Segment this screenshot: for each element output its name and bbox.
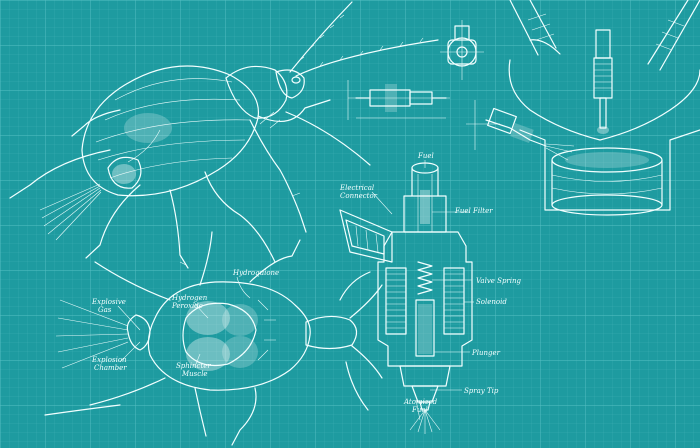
label-hydroquione: Hydroquione bbox=[232, 269, 279, 277]
label-spray-tip: Spray Tip bbox=[464, 387, 499, 395]
label-hydrogen-peroxide-line1: Hydrogen bbox=[171, 294, 208, 302]
label-electrical-connector-line1: Electrical bbox=[339, 184, 374, 192]
label-fuel-filter: Fuel Filter bbox=[454, 207, 493, 215]
engine-cylinder bbox=[466, 0, 700, 216]
label-explosive-gas-line1: Explosive bbox=[91, 298, 126, 306]
label-electrical-connector-line2: Connector bbox=[340, 192, 378, 200]
label-explosion-chamber-line1: Explosion bbox=[91, 356, 127, 364]
label-explosive-gas-line2: Gas bbox=[98, 306, 112, 314]
label-valve-spring: Valve Spring bbox=[476, 277, 522, 285]
callout-labels: Fuel Electrical Connector Fuel Filter Va… bbox=[91, 152, 522, 414]
label-atomized-fuel-line2: Fuel bbox=[411, 406, 428, 414]
label-atomized-fuel-line1: Atomized bbox=[403, 398, 438, 406]
label-fuel: Fuel bbox=[417, 152, 434, 160]
label-plunger: Plunger bbox=[471, 349, 501, 357]
label-hydrogen-peroxide-line2: Peroxide bbox=[171, 302, 203, 310]
spray-jet bbox=[39, 183, 102, 241]
label-explosion-chamber-line2: Chamber bbox=[94, 364, 127, 372]
atomized-spray bbox=[409, 409, 441, 434]
beetle-top-view bbox=[44, 231, 383, 446]
label-sphincter-muscle-line2: Muscle bbox=[181, 370, 208, 378]
injector-sketch-top bbox=[347, 20, 484, 120]
beetle-side-view bbox=[9, 1, 439, 269]
explosion-spray bbox=[55, 299, 129, 369]
label-solenoid: Solenoid bbox=[476, 298, 507, 306]
fuel-injector-cross-section bbox=[339, 160, 474, 434]
label-sphincter-muscle-line1: Sphincter bbox=[176, 362, 211, 370]
